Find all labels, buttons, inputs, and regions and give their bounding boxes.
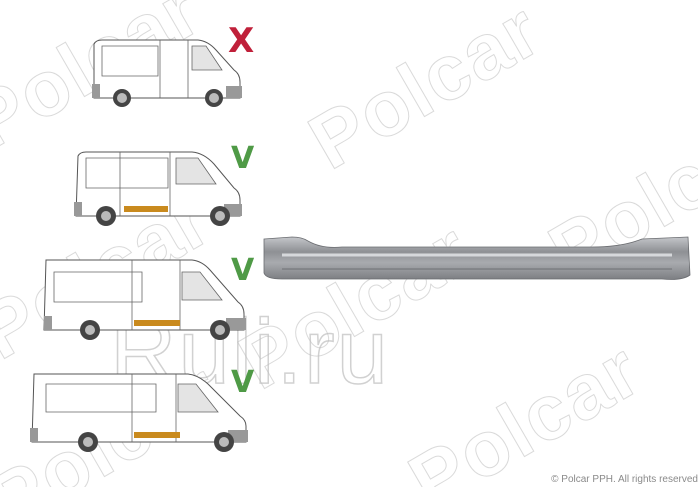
polcar-watermark: Polcar	[294, 0, 556, 186]
van-long-high-roof	[30, 373, 248, 452]
compatible-check-icon: V	[231, 141, 255, 176]
copyright-notice: © Polcar PPH. All rights reserved	[551, 474, 698, 485]
van-short-low-roof	[92, 39, 242, 107]
sill-panel-part	[263, 236, 691, 280]
van-short-low-roof-highlighted	[74, 151, 242, 226]
compatible-check-icon: V	[231, 253, 255, 288]
incompatible-x-icon: X	[228, 21, 255, 61]
polcar-watermark: Polcar	[394, 324, 656, 487]
van-medium-high-roof	[43, 259, 246, 340]
compatible-check-icon: V	[231, 365, 255, 400]
